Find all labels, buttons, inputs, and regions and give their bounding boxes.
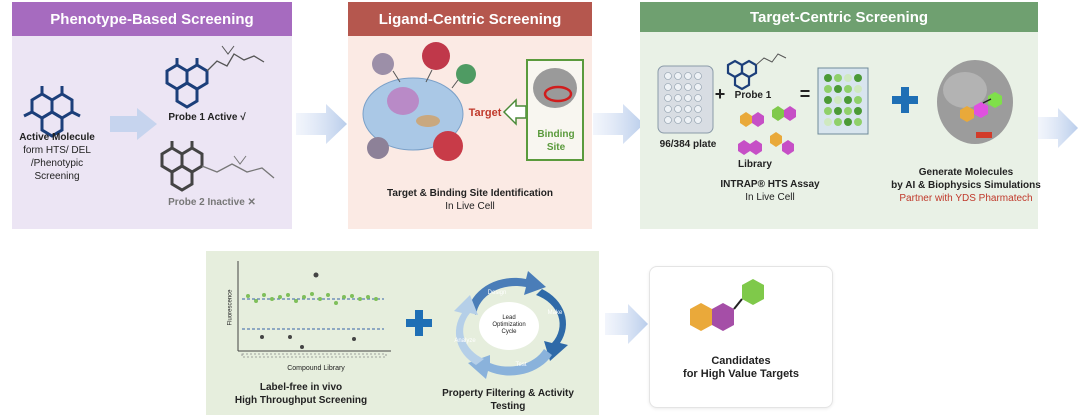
target-panel: Target-Centric Screening (640, 2, 1041, 229)
probe1-linker (206, 53, 265, 72)
library-label: Library (738, 159, 772, 170)
protein-icon (456, 64, 476, 84)
plot-points (246, 292, 378, 305)
active-molecule-icon (23, 86, 81, 138)
probe-label: Probe 1 (734, 90, 772, 101)
protein-icon (372, 53, 394, 75)
target-label: Target (468, 107, 502, 119)
nucleus-icon (387, 87, 419, 115)
bottom-plus-icon (406, 310, 432, 336)
cycle-make-label: Make (547, 310, 563, 316)
protein-target-icon (433, 131, 463, 161)
property-label: Property Filtering & Activity Testing (442, 388, 574, 412)
phenotype-molecules (23, 45, 275, 192)
plot-xticks (241, 353, 387, 358)
binding-site-label: Binding Site (537, 129, 575, 153)
equals-sign: = (799, 84, 811, 104)
ligand-illustration (362, 42, 584, 161)
candidate-hexagons (690, 279, 764, 331)
probe2-molecule-icon (160, 141, 204, 192)
cycle-design-label: Design (487, 290, 507, 296)
arrow-1 (296, 104, 347, 144)
cell-icon (362, 77, 464, 151)
target-illustration (657, 53, 1013, 155)
cycle-arrow-analyze (454, 295, 484, 365)
arrow-3 (1038, 108, 1078, 148)
binding-site-box (526, 59, 584, 161)
protein-icon (422, 42, 450, 70)
optimization-cycle-icon (454, 271, 568, 379)
ligand-caption: Target & Binding Site Identification In … (387, 188, 553, 212)
library-hexagons-icon (738, 106, 796, 155)
probe-small-icon (726, 59, 758, 91)
cycle-arrow-make (536, 289, 568, 361)
cycle-arrow-test (468, 349, 552, 379)
plus-icon (892, 87, 918, 113)
target-header: Target-Centric Screening (640, 2, 1038, 32)
plus-sign: + (714, 84, 726, 104)
candidates-label: Candidates for High Value Targets (683, 355, 799, 380)
candidates-card: Candidates for High Value Targets (649, 266, 833, 408)
cycle-arrow-design (468, 271, 546, 315)
plot-outliers (260, 272, 356, 349)
open-arrow-icon (502, 98, 527, 126)
cycle-analyze-label: Analyze (454, 338, 476, 344)
plot-ylabel: Fluorescence (227, 289, 234, 326)
plate-label: 96/384 plate (659, 139, 717, 150)
screening-panel: Fluorescence Compound Library Lead Optim… (206, 251, 599, 415)
hexagon-green-icon (742, 279, 764, 305)
arrow-4 (605, 304, 648, 344)
phenotype-panel: Phenotype-Based Screening (12, 2, 292, 229)
partner-label: Partner with YDS Pharmatech (899, 193, 1033, 204)
assay-label: INTRAP® HTS Assay In Live Cell (720, 179, 820, 203)
generate-label: Generate Molecules by AI & Biophysics Si… (886, 166, 1046, 205)
labelfree-label: Label-free in vivo High Throughput Scree… (234, 382, 368, 406)
plate-wells (664, 72, 702, 124)
probe1-molecule-icon (165, 58, 209, 109)
hexagon-orange-icon (690, 303, 712, 331)
plot-xlabel: Compound Library (287, 365, 345, 372)
ligand-header: Ligand-Centric Screening (348, 2, 592, 36)
hexagon-purple-icon (712, 303, 734, 331)
phenotype-arrow (110, 108, 157, 140)
binding-pocket-icon (543, 85, 573, 103)
probe2-linker (201, 163, 275, 179)
protein-icon (367, 137, 389, 159)
phenotype-header: Phenotype-Based Screening (12, 2, 292, 36)
result-wells (824, 74, 862, 126)
ligand-panel: Ligand-Centric Screening Target Binding … (348, 2, 592, 229)
probe1-label: Probe 1 Active √ (168, 112, 246, 123)
active-molecule-label: Active Molecule form HTS/ DEL /Phenotypi… (19, 132, 95, 182)
probe2-label: Probe 2 Inactive ✕ (168, 197, 256, 208)
cycle-test-label: Test (515, 362, 527, 368)
cycle-center-label: Lead Optimization Cycle (492, 315, 526, 335)
fluorescence-plot (237, 261, 568, 379)
arrow-2 (593, 104, 644, 144)
